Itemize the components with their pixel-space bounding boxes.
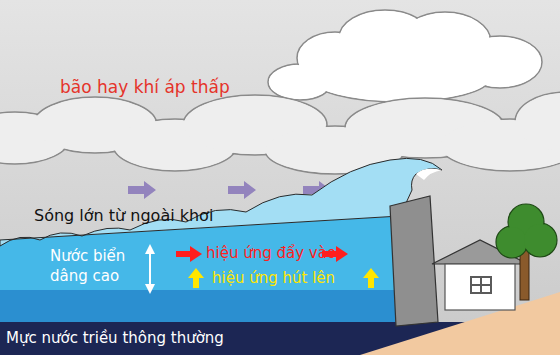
surge-height-arrow [145, 244, 155, 294]
push-effect-label: hiệu ứng đẩy vào [206, 243, 336, 263]
house [432, 240, 528, 310]
tide-level-band: Mực nước triều thông thường [0, 322, 560, 355]
tree [496, 204, 557, 300]
seawall [390, 196, 438, 326]
wave-crest [416, 169, 442, 180]
suction-effect-label: hiệu ứng hút lên [212, 268, 335, 288]
wave-label: Sóng lớn từ ngoài khơi [34, 206, 213, 226]
suction-effect-arrows [188, 268, 379, 288]
suction-water-layer [0, 288, 420, 324]
upper-cloud [268, 10, 542, 102]
storm-label: bão hay khí áp thấp [60, 77, 230, 97]
lower-cloud [0, 92, 560, 174]
big-wave [0, 158, 442, 246]
band-label: Mực nước triều thông thường [6, 328, 224, 348]
surge-label: Nước biển dâng cao [50, 246, 138, 286]
